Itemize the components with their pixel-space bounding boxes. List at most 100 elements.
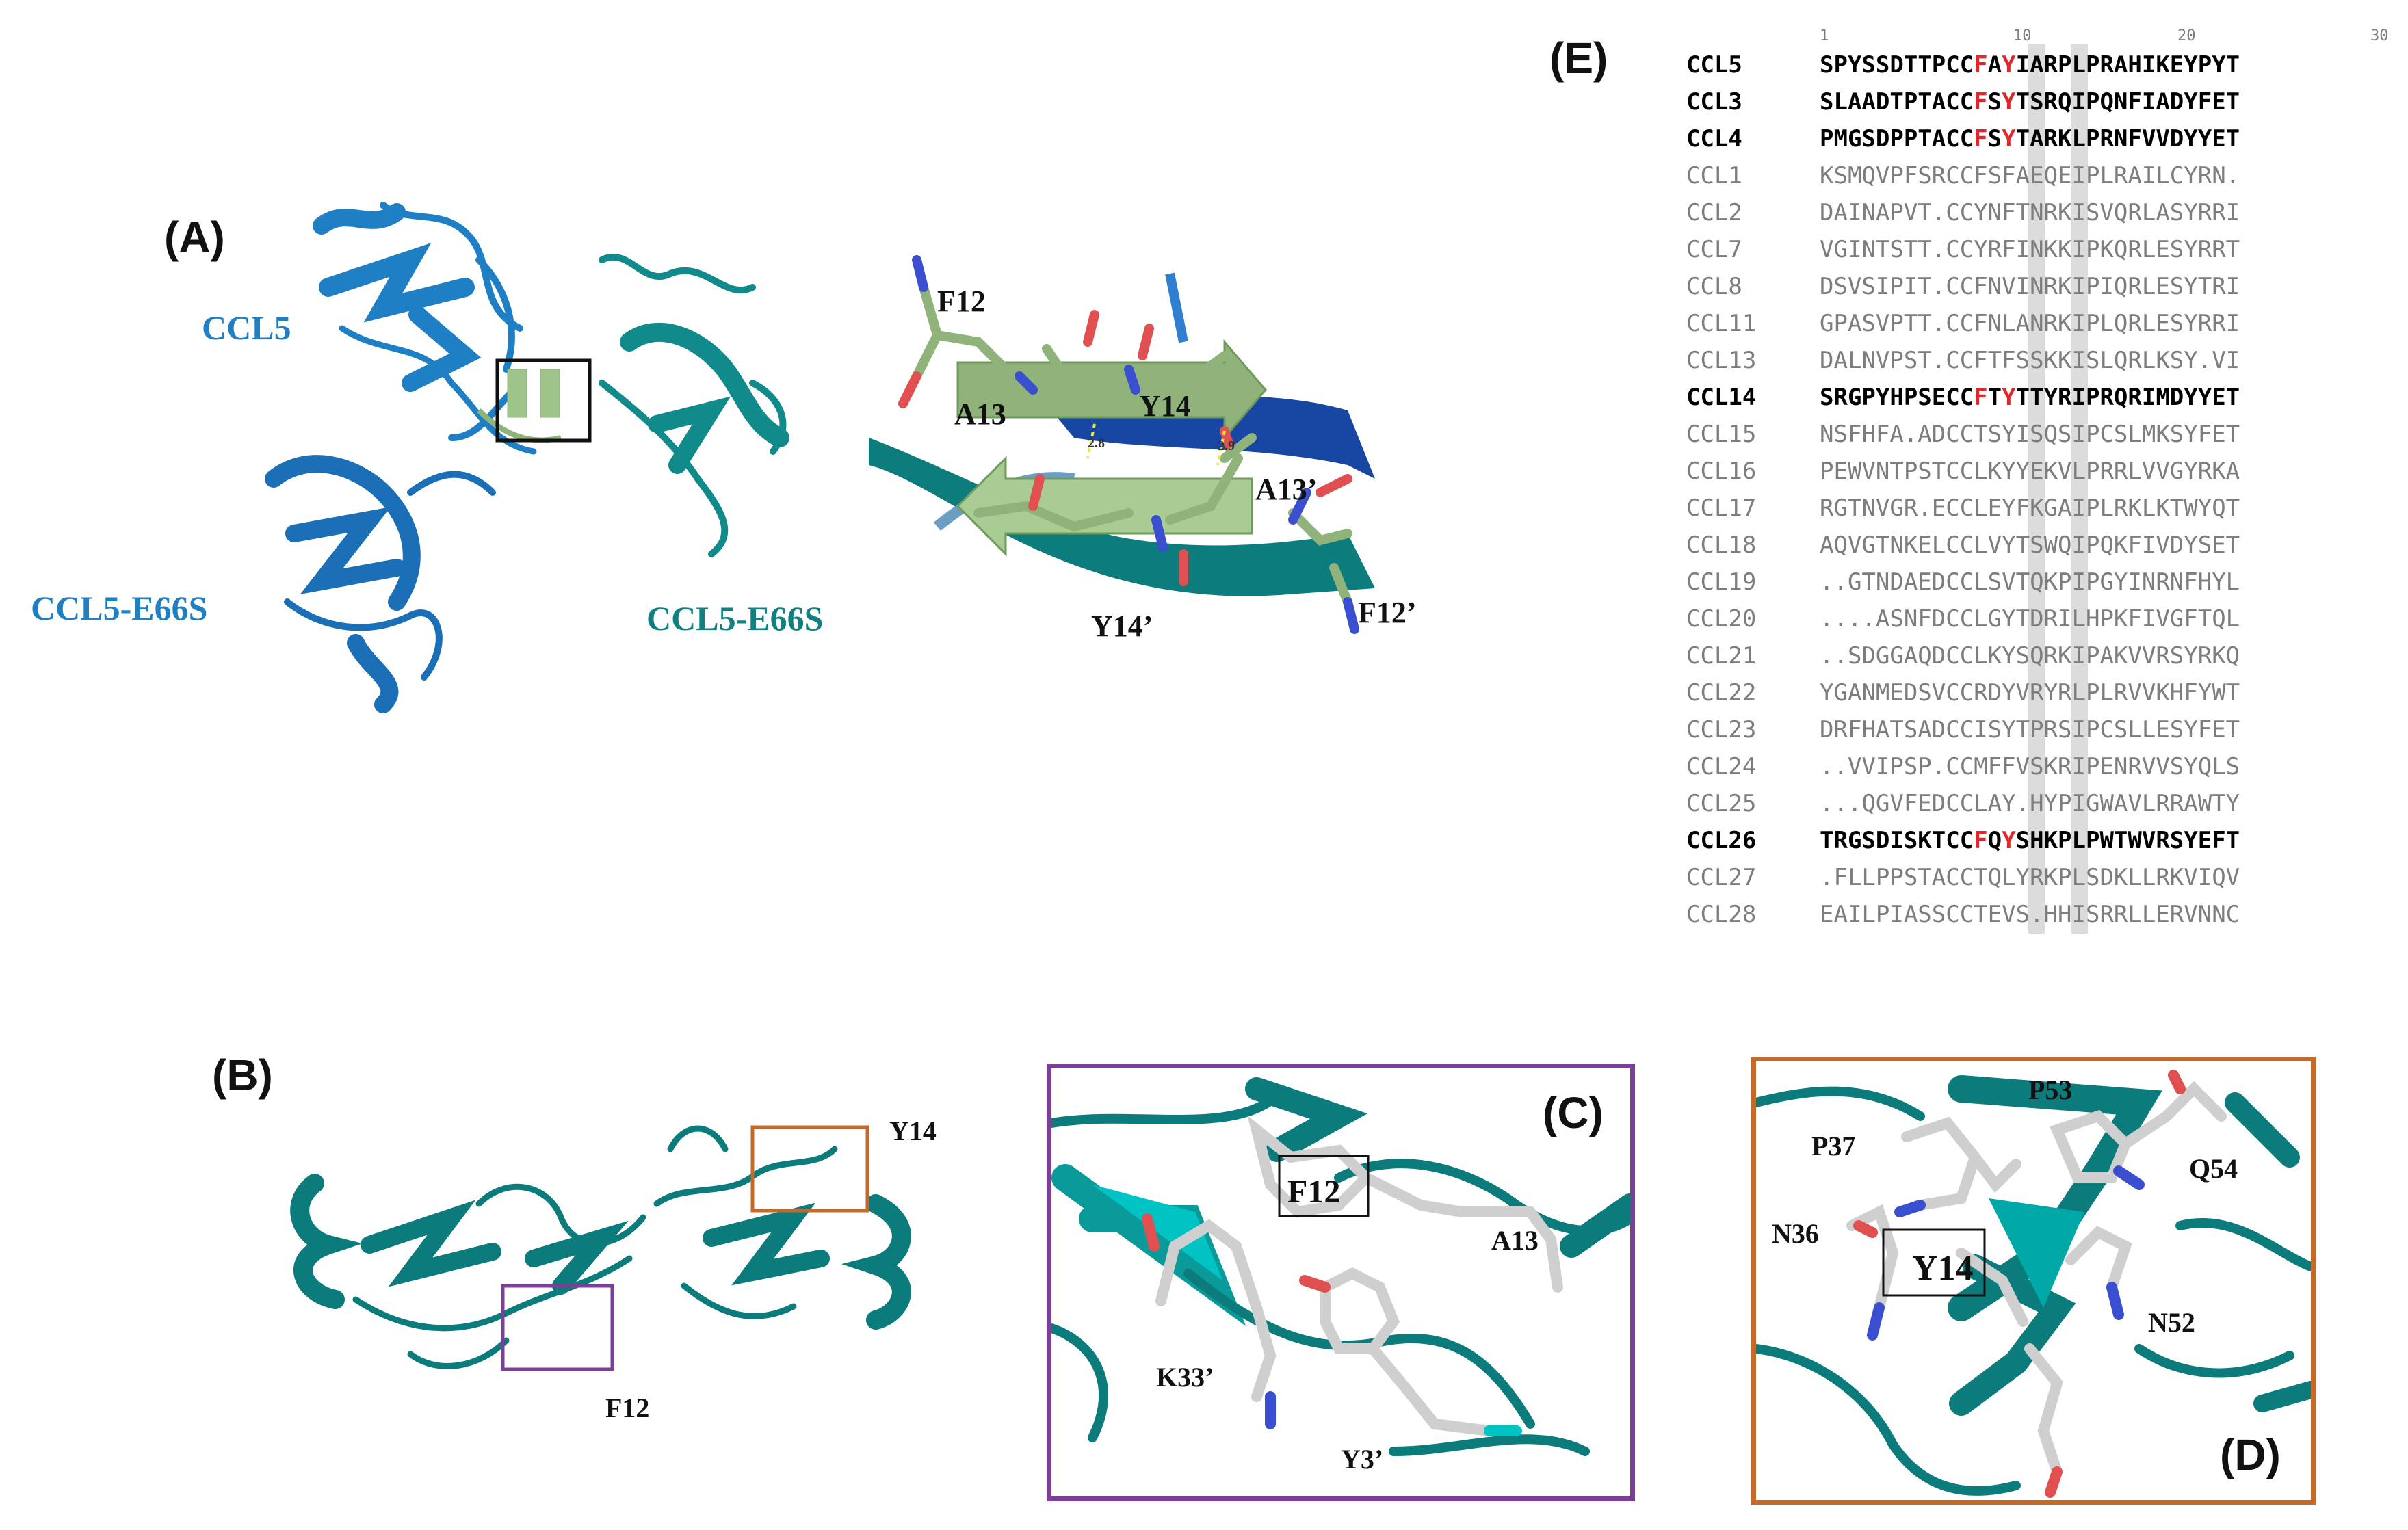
ccl5-e66s-left-label: CCL5-E66S: [31, 589, 208, 627]
sequence-segment-r13: R: [1987, 236, 2002, 263]
sequence-segment-r13: S: [1987, 125, 2002, 153]
panel-label-b: (B): [212, 1051, 273, 1100]
sequence-segment-r12: F: [1974, 273, 1988, 300]
panel-label-e: (E): [1549, 34, 1608, 83]
sequence-segment-r13: E: [1987, 901, 2002, 928]
ccl5-e66s-right-ribbon: [599, 253, 789, 557]
sequence-segment-r14: F: [2002, 236, 2016, 263]
f12-region-box: [501, 1284, 614, 1371]
sequence-segment-r12: F: [1974, 310, 1988, 337]
sequence-name: CCL16: [1686, 458, 1757, 485]
sequence-segment-post: TQKPIPGYINRNFHYL: [2015, 568, 2240, 596]
sequence-segment-r12: M: [1974, 753, 1988, 780]
sequence-segment-r13: T: [1987, 384, 2002, 411]
sequence-string: RGTNVGR.ECCLEYFKGAIPLRKLKTWYQT: [1820, 490, 2240, 527]
sequence-segment-pre: ...QGVFEDCC: [1820, 790, 1974, 817]
sequence-segment-pre: ..VVIPSP.CC: [1820, 753, 1974, 780]
sequence-name: CCL26: [1686, 827, 1757, 854]
sequence-string: DRFHATSADCCISYTPRSIPCSLLESYFET: [1820, 711, 2240, 748]
ccl5-e66s-right-label: CCL5-E66S: [646, 599, 824, 637]
sequence-segment-r12: Y: [1974, 236, 1988, 263]
sequence-string: ....ASNFDCCLGYTDRILHPKFIVGFTQL: [1820, 601, 2240, 637]
sequence-segment-r14: Y: [2002, 605, 2016, 633]
sequence-segment-r14: Y: [2002, 125, 2016, 153]
sequence-segment-r14: F: [2002, 199, 2016, 226]
sequence-segment-r12: Y: [1974, 199, 1988, 226]
panel-a-structure: [265, 202, 789, 713]
y14-region-box: [750, 1125, 869, 1213]
ruler-1: 1: [1820, 27, 1829, 44]
sequence-string: NSFHFA.ADCCTSYISQSIPCSLMKSYFET: [1820, 416, 2240, 453]
sequence-name: CCL4: [1686, 125, 1742, 153]
sequence-segment-post: FKGAIPLRKLKTWYQT: [2015, 494, 2240, 522]
sequence-string: DALNVPST.CCFTFSSKKISLQRLKSY.VI: [1820, 342, 2240, 379]
sequence-segment-post: SQRKIPAKVVRSYRKQ: [2015, 642, 2240, 670]
sequence-segment-r13: N: [1987, 273, 2002, 300]
sequence-segment-post: TPRSIPCSLLESYFET: [2015, 716, 2240, 743]
sequence-segment-pre: EAILPIASSCC: [1820, 901, 1974, 928]
sequence-segment-pre: .FLLPPSTACC: [1820, 864, 1974, 891]
panel-b-label-y14: Y14: [889, 1116, 937, 1146]
sequence-name: CCL15: [1686, 421, 1757, 448]
sequence-segment-post: TTYRIPRQRIMDYYET: [2015, 384, 2240, 411]
sequence-string: KSMQVPFSRCCFSFAEQEIPLRAILCYRN.: [1820, 157, 2240, 194]
sequence-segment-post: YRKPLSDKLLRKVIQV: [2015, 864, 2240, 891]
sequence-segment-r12: L: [1974, 494, 1988, 522]
panel-d-label-n36: N36: [1772, 1218, 1819, 1249]
sequence-string: ...QGVFEDCCLAY.HYPIGWAVLRRAWTY: [1820, 785, 2240, 822]
ccl5-label: CCL5: [202, 308, 291, 347]
sequence-segment-r12: L: [1974, 605, 1988, 633]
panel-c-label-k33-prime: K33’: [1156, 1362, 1214, 1393]
sequence-string: DAINAPVT.CCYNFTNRKISVQRLASYRRI: [1820, 194, 2240, 231]
ccl5-ribbon: [313, 202, 537, 455]
sequence-string: AQVGTNKELCCLVYTSWQIPQKFIVDYSET: [1820, 527, 2240, 564]
sequence-name: CCL5: [1686, 51, 1742, 79]
panel-c-label-y3-prime: Y3’: [1341, 1444, 1384, 1475]
sequence-segment-r13: T: [1987, 347, 2002, 374]
sequence-segment-post: AEQEIPLRAILCYRN.: [2015, 162, 2240, 189]
panel-label-a: (A): [164, 213, 225, 262]
sequence-string: ..SDGGAQDCCLKYSQRKIPAKVVRSYRKQ: [1820, 637, 2240, 674]
sequence-name: CCL21: [1686, 642, 1757, 670]
sequence-segment-r14: V: [2002, 568, 2016, 596]
sequence-segment-post: TARKLPRNFVVDYYET: [2015, 125, 2240, 153]
sequence-segment-pre: DAINAPVT.CC: [1820, 199, 1974, 226]
sequence-segment-pre: PMGSDPPTACC: [1820, 125, 1974, 153]
sequence-segment-pre: PEWVNTPSTCC: [1820, 458, 1974, 485]
sequence-segment-pre: DRFHATSADCC: [1820, 716, 1974, 743]
sequence-segment-r13: E: [1987, 494, 2002, 522]
y14-label-box: [1882, 1228, 1986, 1297]
sequence-name: CCL22: [1686, 679, 1757, 707]
sequence-segment-pre: SRGPYHPSECC: [1820, 384, 1974, 411]
hbond-distance-1: 2.8: [1088, 436, 1105, 451]
sequence-segment-r12: F: [1974, 162, 1988, 189]
sequence-segment-r12: F: [1974, 125, 1988, 153]
sequence-name: CCL27: [1686, 864, 1757, 891]
sequence-segment-r14: V: [2002, 273, 2016, 300]
sequence-segment-r14: V: [2002, 901, 2016, 928]
sequence-segment-pre: RGTNVGR.ECC: [1820, 494, 1974, 522]
sequence-segment-r12: L: [1974, 531, 1988, 559]
sequence-name: CCL25: [1686, 790, 1757, 817]
sequence-segment-post: VRYRLPLRVVKHFYWT: [2015, 679, 2240, 707]
sequence-segment-post: YEKVLPRRLVVGYRKA: [2015, 458, 2240, 485]
sequence-segment-r13: K: [1987, 458, 2002, 485]
sequence-segment-r12: F: [1974, 827, 1988, 854]
sequence-segment-r12: L: [1974, 642, 1988, 670]
sequence-segment-pre: DSVSIPIT.CC: [1820, 273, 1974, 300]
sequence-segment-r12: L: [1974, 458, 1988, 485]
sequence-string: SPYSSDTTPCCFAYIARPLPRAHIKEYPYT: [1820, 47, 2240, 83]
sequence-segment-post: S.HHISRRLLERVNNC: [2015, 901, 2240, 928]
sequence-segment-r14: Y: [2002, 458, 2016, 485]
sequence-segment-post: VSKRIPENRVVSYQLS: [2015, 753, 2240, 780]
sequence-name: CCL1: [1686, 162, 1742, 189]
sequence-segment-pre: SLAADTPTACC: [1820, 88, 1974, 116]
sequence-segment-r13: D: [1987, 679, 2002, 707]
sequence-segment-post: SSKKISLQRLKSY.VI: [2015, 347, 2240, 374]
sequence-segment-r13: F: [1987, 753, 2002, 780]
hbond-distance-2: 2.9: [1218, 438, 1235, 453]
sequence-segment-r14: Y: [2002, 679, 2016, 707]
f12-label-box: [1278, 1155, 1370, 1217]
sequence-segment-r12: F: [1974, 347, 1988, 374]
sequence-segment-r13: Q: [1987, 864, 2002, 891]
